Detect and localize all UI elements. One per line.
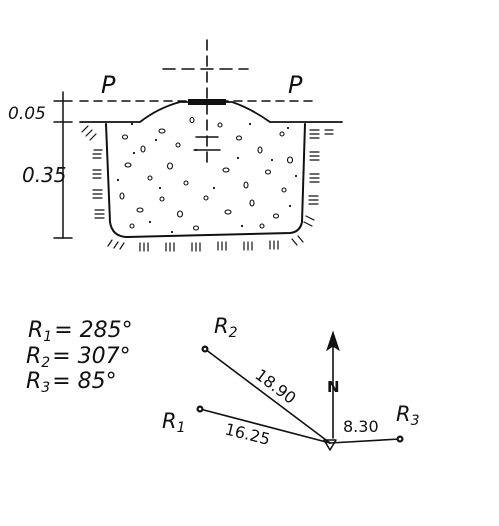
ref-r1-prefix: R (162, 409, 177, 433)
ref-point-r1-icon (196, 405, 204, 413)
pit-outline (105, 123, 306, 238)
bearing-r2-value: = 307° (52, 344, 130, 369)
concrete-fill (119, 116, 294, 231)
dim-main-label: 0.35 (22, 163, 67, 187)
bearing-r3-sub: 3 (41, 380, 50, 396)
soil-hatching (81, 125, 334, 252)
tie-line-r1 (199, 408, 331, 444)
concrete-fill-specks (116, 122, 298, 234)
ref-r2-prefix: R (214, 314, 229, 338)
bearing-r3-value: = 85° (52, 369, 116, 394)
ref-r1-sub: 1 (177, 420, 186, 436)
monument-marker-plate (188, 99, 226, 105)
north-label: N (327, 378, 340, 396)
dimension-line (53, 91, 73, 239)
ref-label-r1: R1 (162, 409, 186, 436)
station-triangle-icon (323, 439, 337, 451)
distance-r1: 16.25 (223, 419, 272, 449)
bearing-line-r1: R1= 285° (28, 318, 133, 345)
bearing-line-r2: R2= 307° (26, 344, 131, 371)
bearing-r2-sub: 2 (41, 355, 50, 371)
bearing-line-r3: R3= 85° (26, 369, 117, 396)
ref-point-r2-icon (201, 345, 209, 353)
ref-r2-sub: 2 (229, 325, 238, 341)
bearings-list: R1= 285° R2= 307° R3= 85° (26, 318, 133, 396)
ref-label-r3: R3 (396, 402, 420, 429)
bearing-r1-sub: 1 (43, 329, 52, 345)
tie-line-r3 (329, 438, 401, 444)
ref-r3-sub: 3 (411, 413, 420, 429)
dim-top-label: 0.05 (8, 104, 46, 124)
bearing-r3-prefix: R (26, 369, 41, 394)
ref-label-r2: R2 (214, 314, 238, 341)
ground-label-right: P (288, 71, 303, 99)
cross-section: 0.05 0.35 P P (8, 39, 343, 252)
tie-line-r2 (204, 348, 331, 444)
bearing-r1-value: = 285° (54, 318, 132, 343)
reference-plan: N R2 R1 R3 18.90 16.25 8.30 (162, 314, 420, 451)
bearing-r2-prefix: R (26, 344, 41, 369)
bearing-r1-prefix: R (28, 318, 43, 343)
north-arrow-head (326, 330, 340, 352)
ground-label-left: P (101, 71, 116, 99)
ref-r3-prefix: R (396, 402, 411, 426)
distance-r3: 8.30 (343, 417, 379, 436)
ref-point-r3-icon (396, 435, 404, 443)
